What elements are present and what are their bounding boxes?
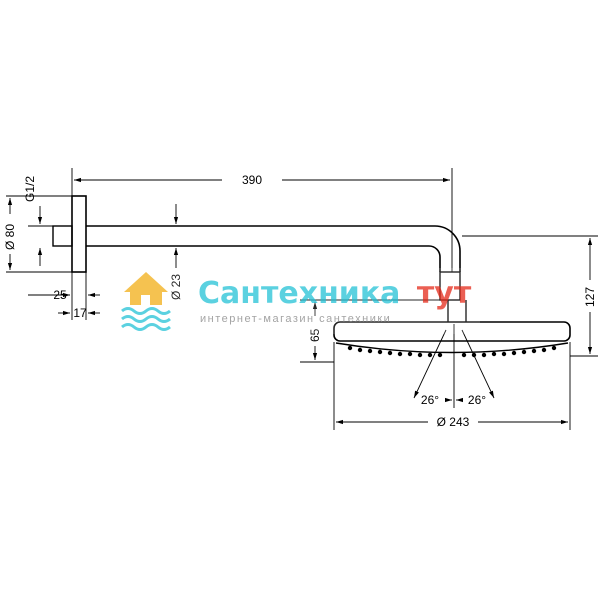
dim-spray-angle	[413, 324, 495, 408]
dim-flange-depth-label: 25	[53, 288, 67, 302]
dim-flange-plate-label: 17	[73, 306, 87, 320]
watermark-backdrop	[120, 268, 480, 334]
shower-head	[333, 300, 571, 358]
dim-flange-diameter	[6, 195, 72, 273]
watermark-title-main: Сантехника	[198, 276, 400, 311]
watermark-subtitle: интернет-магазин сантехники	[200, 313, 391, 325]
dim-head-drop	[300, 299, 440, 363]
dim-flange-diameter-label: Ø 80	[3, 224, 17, 250]
dim-head-diameter	[333, 342, 571, 430]
watermark-house-icon	[124, 272, 168, 305]
dim-flange-depth	[28, 272, 100, 302]
store-watermark: Сантехника тут интернет-магазин сантехни…	[120, 268, 480, 334]
dim-arm-length	[71, 168, 453, 272]
dim-angle-left-label: 26°	[421, 393, 439, 407]
dim-total-height-label: 127	[583, 287, 597, 307]
dim-arm-length-label: 390	[242, 173, 262, 187]
dim-pipe-diameter-label: Ø 23	[169, 274, 183, 300]
watermark-title: Сантехника тут	[198, 276, 472, 311]
dim-thread-label: G1/2	[23, 176, 37, 202]
shower-arm	[86, 225, 461, 301]
wall-flange	[52, 195, 87, 273]
dim-angle-right-label: 26°	[468, 393, 486, 407]
dim-head-diameter-label: Ø 243	[437, 415, 470, 429]
watermark-title-accent: тут	[417, 276, 472, 311]
dim-thread	[28, 206, 53, 266]
watermark-waves-icon	[121, 307, 171, 331]
nozzle-row	[347, 345, 557, 358]
dim-head-drop-label: 65	[308, 328, 322, 342]
dim-flange-plate	[58, 302, 100, 320]
dim-total-height	[462, 235, 598, 357]
